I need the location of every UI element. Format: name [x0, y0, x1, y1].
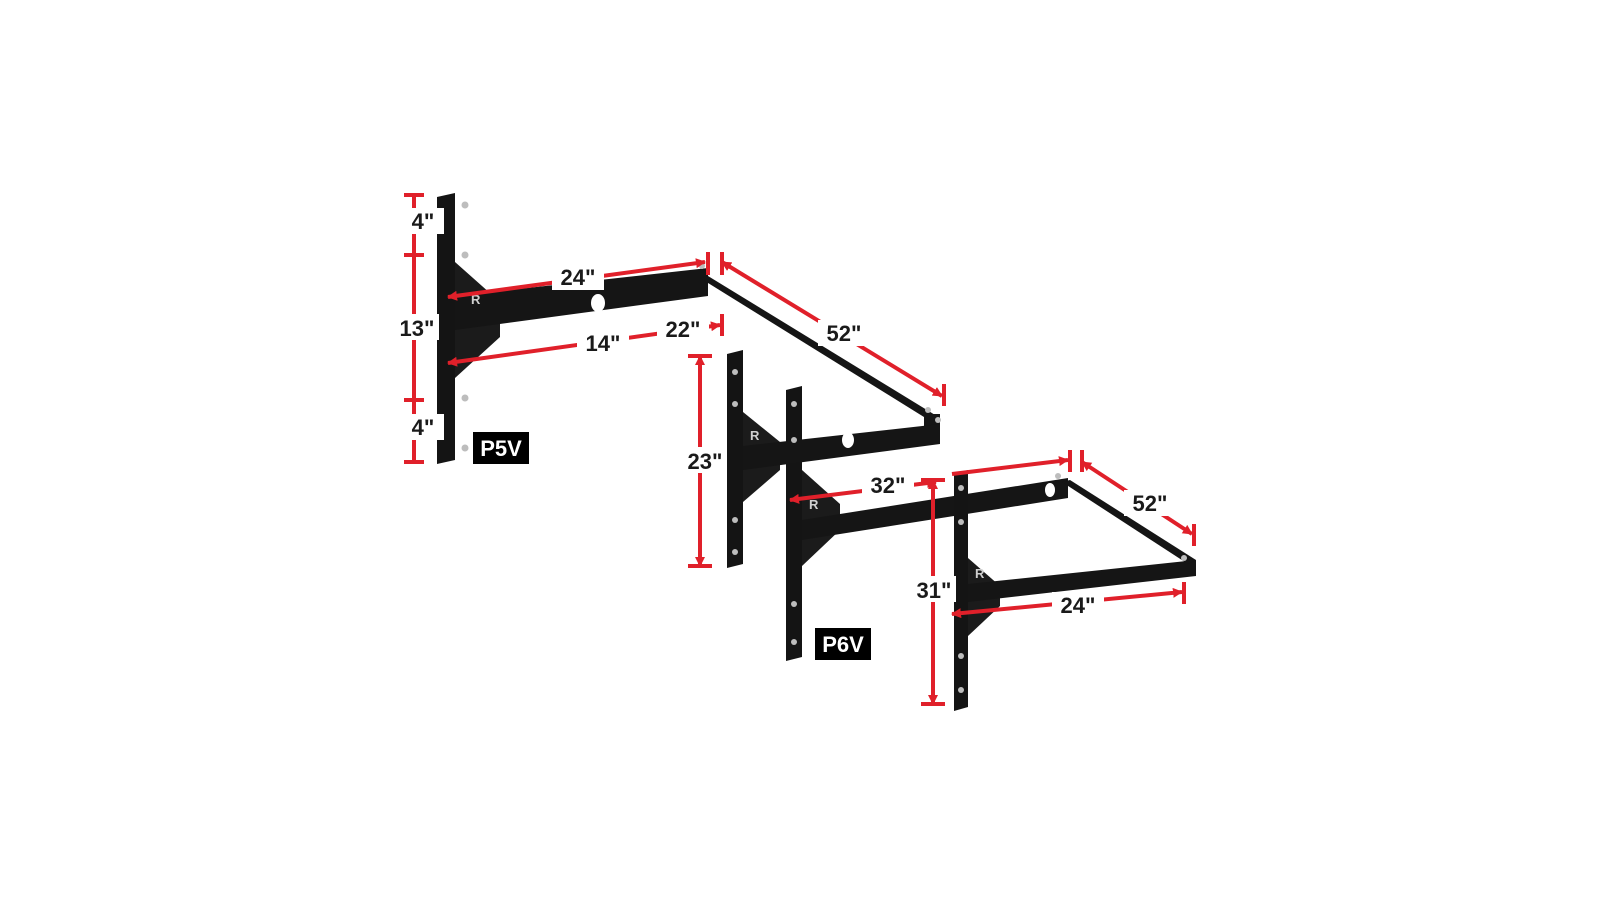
dim-p5v-offset: 22": [666, 317, 701, 342]
p5v-label-box: [473, 432, 529, 464]
dim-p6v-rear-height: 31": [917, 578, 952, 603]
dim-p5v-bar-width: 52": [827, 321, 862, 346]
dim-p6v-upper-arm: 32": [871, 473, 906, 498]
p6v-unit: R R R P6V: [727, 350, 1196, 711]
p6v-logo-third: R: [975, 566, 985, 581]
p6v-arm-hole: [842, 432, 854, 448]
p6v-label: P6V: [822, 632, 864, 657]
p6v-dimensions: [688, 354, 1196, 706]
p6v-rear-plate: [786, 386, 802, 661]
p6v-logo-rear: R: [809, 497, 819, 512]
dim-p5v-bottom-gap: 4": [412, 415, 435, 440]
p6v-third-plate: [954, 470, 968, 711]
dim-p5v-top-gap: 4": [412, 209, 435, 234]
p5v-arm-hole: [591, 294, 605, 312]
dim-p5v-upper-arm: 24": [561, 265, 596, 290]
p5v-label: P5V: [480, 436, 522, 461]
dim-p6v-lower-arm: 24": [1061, 593, 1096, 618]
p6v-logo-front: R: [750, 428, 760, 443]
p6v-front-plate: [727, 350, 743, 568]
dim-p5v-lower-arm: 14": [586, 331, 621, 356]
p5v-dimension-labels: 4" 13" 4" 24" 14" 22" 52": [395, 208, 870, 440]
p6v-label-box: [815, 628, 871, 660]
p6v-upper-arm: [743, 424, 940, 470]
p6v-bolts: [732, 369, 1187, 693]
dim-p6v-bar-width: 52": [1133, 491, 1168, 516]
p6v-bar-hole: [1045, 483, 1055, 497]
p5v-bolts: [461, 201, 931, 452]
dim-p6v-plate-height: 23": [688, 449, 723, 474]
p6v-dimension-labels: 23" 32" 31" 52" 24": [683, 447, 1176, 618]
dim-p5v-plate-mid: 13": [400, 316, 435, 341]
